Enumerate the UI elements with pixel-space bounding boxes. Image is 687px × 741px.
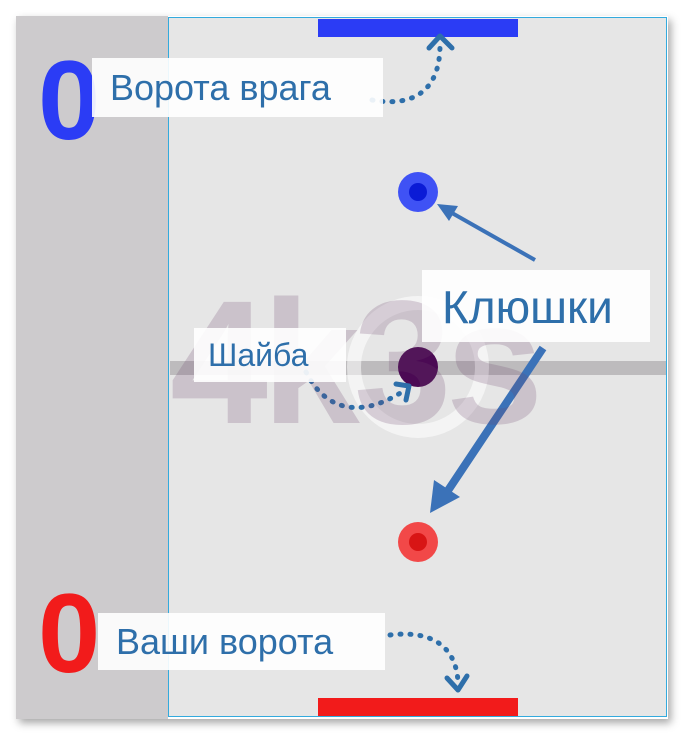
player-score: 0 (38, 571, 101, 696)
enemy-goal (318, 19, 518, 37)
player-stick-arrow (443, 345, 547, 495)
enemy-stick-core (409, 183, 427, 201)
enemy-goal-arrow (369, 42, 443, 105)
player-stick-arrowhead (430, 480, 460, 513)
watermark-ring (347, 296, 489, 438)
own-goal-arrow (387, 631, 461, 685)
enemy-stick-arrow (451, 211, 536, 262)
puck-arrowhead (393, 381, 412, 403)
puck-arrow (303, 369, 408, 411)
enemy-stick-arrowhead (437, 204, 458, 221)
sticks-label: Клюшки (422, 270, 650, 342)
puck (398, 347, 438, 387)
own-goal-label: Ваши ворота (98, 613, 385, 670)
puck-label: Шайба (194, 328, 346, 382)
enemy-goal-label: Ворота врага (92, 58, 383, 117)
enemy-goal-arrowhead (426, 33, 455, 51)
player-stick-core (409, 533, 427, 551)
player-goal (318, 698, 518, 716)
own-goal-arrowhead (444, 673, 470, 693)
score-sidebar (16, 16, 168, 719)
enemy-score: 0 (38, 38, 101, 163)
